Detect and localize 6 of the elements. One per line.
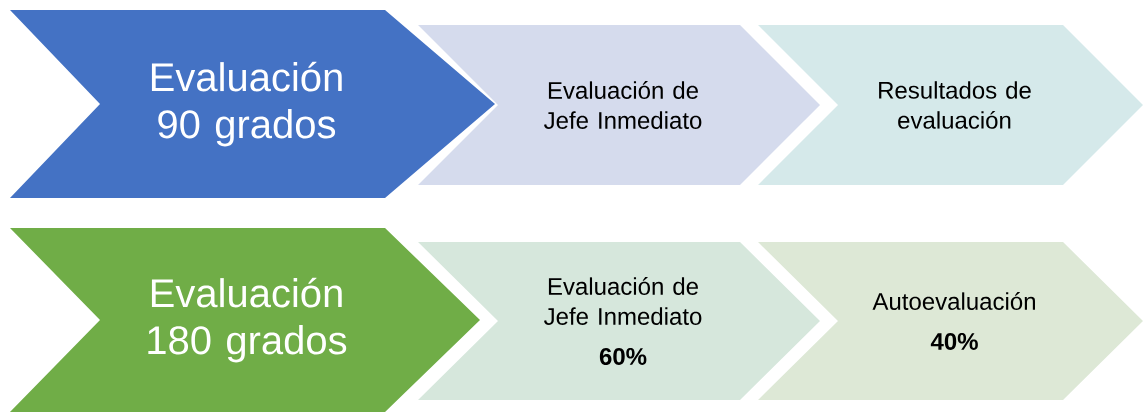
process-step: Evaluación 180 grados <box>10 228 480 412</box>
process-step: Evaluación 90 grados <box>10 10 495 198</box>
process-step: Resultados de evaluación <box>758 25 1143 185</box>
process-step: Evaluación de Jefe Inmediato <box>418 25 820 185</box>
process-step: Evaluación de Jefe Inmediato 60% <box>418 242 820 400</box>
process-step: Autoevaluación 40% <box>758 242 1143 400</box>
